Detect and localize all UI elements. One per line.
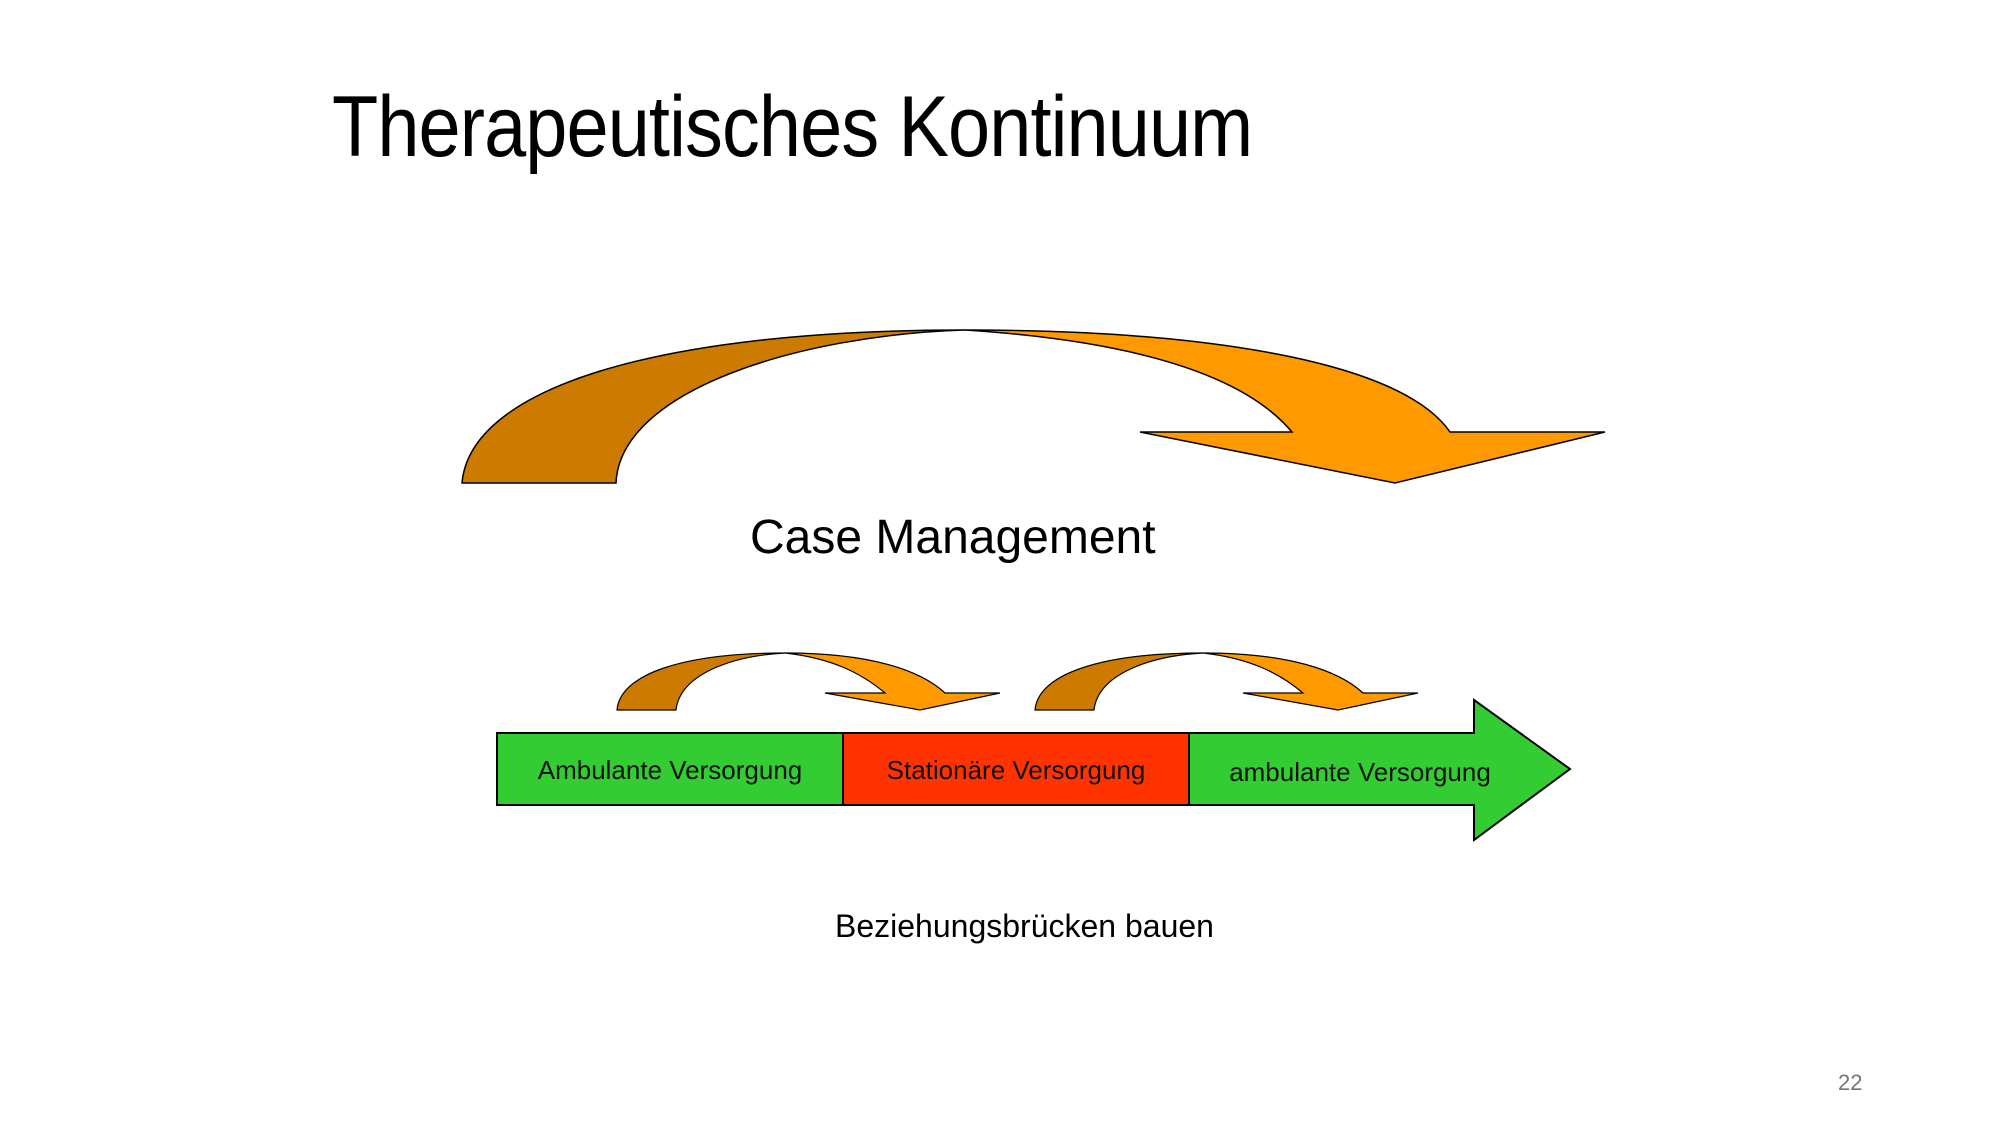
bridge-arrow-1-tail [616,652,786,711]
slide-title: Therapeutisches Kontinuum [332,79,1253,175]
care-timeline: Ambulante Versorgung Stationäre Versorgu… [496,698,1572,842]
case-management-arrow-head [964,329,1606,484]
bridge-arrow-1 [616,652,1001,711]
bridge-arrow-1-head [784,652,1001,711]
case-management-arrow [461,329,1606,484]
segment-ambulant-1 [496,732,844,806]
bridge-arrow-2 [1034,652,1419,711]
case-management-label: Case Management [750,511,1156,564]
bridge-arrow-2-head [1202,652,1419,711]
bridge-building-label: Beziehungsbrücken bauen [835,908,1214,944]
segment-label-ambulant-2: ambulante Versorgung [1229,757,1491,787]
page-number: 22 [1838,1070,1863,1095]
segment-label-ambulant-1: Ambulante Versorgung [538,755,803,785]
case-management-arrow-tail [461,329,966,484]
segment-label-stationaer: Stationäre Versorgung [887,755,1146,785]
segment-stationaer [842,732,1190,806]
bridge-arrow-2-tail [1034,652,1204,711]
segment-ambulant-2-arrow [1188,698,1572,842]
